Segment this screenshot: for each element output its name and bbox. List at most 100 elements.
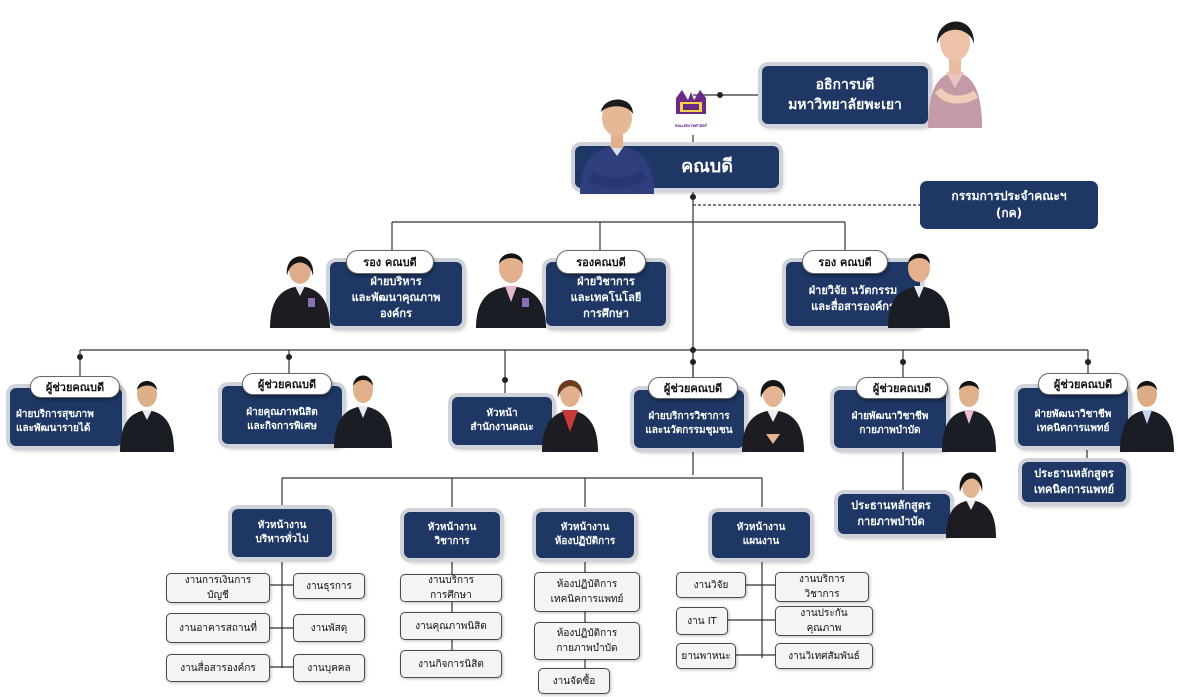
- assistant-student-line1: ฝ่ายคุณภาพนิสิต: [246, 406, 318, 418]
- task-vehicles-line1: ยานพาหนะ: [681, 650, 731, 662]
- task-education-service-line2: การศึกษา: [430, 590, 472, 601]
- vice-dean-admin-line3: องค์กร: [380, 306, 412, 320]
- assistant-mt-line2: เทคนิคการแพทย์: [1036, 423, 1110, 434]
- assistant-service-line1: ฝ่ายบริการวิชาการ: [648, 410, 730, 422]
- task-research-line1: งานวิจัย: [693, 579, 729, 591]
- program-chair-pt-line2: กายภาพบำบัด: [857, 515, 925, 528]
- vice-dean-research-photo: [888, 253, 950, 328]
- program-chair-mt-line1: ประธานหลักสูตร: [1034, 467, 1114, 481]
- assistant-pt-line1: ฝ่ายพัฒนาวิชาชีพ: [851, 410, 929, 422]
- assistant-pt-tag: ผู้ช่วยคณบดี: [856, 377, 948, 399]
- task-building-line1: งานอาคารสถานที่: [179, 622, 257, 634]
- task-qa-line2: คุณภาพ: [806, 623, 842, 634]
- vice-dean-admin-line2: และพัฒนาคุณภาพ: [351, 291, 441, 305]
- task-qa: งานประกัน คุณภาพ: [775, 606, 873, 636]
- assistant-mt-box: ฝ่ายพัฒนาวิชาชีพ เทคนิคการแพทย์: [1018, 388, 1128, 446]
- program-chair-mt-box: ประธานหลักสูตร เทคนิคการแพทย์: [1022, 462, 1126, 502]
- unit-head-lab-box: หัวหน้างาน ห้องปฏิบัติการ: [536, 512, 634, 558]
- task-lab-pt-line2: กายภาพบำบัด: [556, 643, 618, 654]
- office-head-line1: หัวหน้า: [486, 407, 518, 419]
- assistant-pt-photo: [942, 381, 996, 452]
- task-education-service: งานบริการ การศึกษา: [400, 574, 502, 602]
- crown-logo-icon: [676, 90, 706, 114]
- task-personnel: งานบุคคล: [293, 654, 365, 682]
- vice-dean-research-line2: และสื่อสารองค์กร: [811, 300, 895, 313]
- unit-head-admin-box: หัวหน้างาน บริหารทั่วไป: [232, 509, 332, 557]
- task-general-line1: งานธุรการ: [306, 580, 352, 592]
- president-box: อธิการบดี มหาวิทยาลัยพะเยา: [762, 66, 928, 124]
- task-education-service-line1: งานบริการ: [427, 575, 475, 586]
- task-lab-pt-line1: ห้องปฏิบัติการ: [556, 628, 618, 639]
- task-procurement-line1: งานจัดซื้อ: [552, 675, 596, 687]
- task-academic-service: งานบริการ วิชาการ: [775, 572, 869, 602]
- task-finance: งานการเงินการ บัญชี: [166, 573, 270, 603]
- task-qa-line1: งานประกัน: [800, 608, 848, 619]
- assistant-mt-tag: ผู้ช่วยคณบดี: [1038, 373, 1128, 395]
- committee-abbr: (กค): [995, 206, 1023, 220]
- faculty-logo: คณะสหเวชศาสตร์: [670, 86, 712, 134]
- vice-dean-admin-line1: ฝ่ายบริหาร: [370, 275, 422, 289]
- task-supplies: งานพัสดุ: [293, 614, 365, 642]
- task-student-affairs-line1: งานกิจการนิสิต: [418, 658, 484, 670]
- unit-head-admin-line2: บริหารทั่วไป: [255, 534, 309, 545]
- task-international: งานวิเทศสัมพันธ์: [775, 643, 873, 669]
- vice-dean-admin-photo: [270, 256, 330, 328]
- office-head-photo: [542, 380, 598, 452]
- assistant-student-box: ฝ่ายคุณภาพนิสิต และกิจการพิเศษ: [222, 386, 342, 444]
- task-supplies-line1: งานพัสดุ: [310, 622, 348, 634]
- task-building: งานอาคารสถานที่: [166, 613, 270, 643]
- program-chair-mt-line2: เทคนิคการแพทย์: [1033, 483, 1115, 496]
- task-general: งานธุรการ: [293, 573, 365, 599]
- task-student-quality-line1: งานคุณภาพนิสิต: [415, 620, 487, 632]
- task-academic-service-line1: งานบริการ: [798, 574, 846, 585]
- vice-dean-admin-tag: รอง คณบดี: [346, 250, 434, 274]
- task-lab-mt: ห้องปฏิบัติการ เทคนิคการแพทย์: [534, 572, 640, 612]
- office-head-box: หัวหน้า สำนักงานคณะ: [452, 397, 552, 445]
- committee-title: กรรมการประจำคณะฯ: [951, 188, 1067, 203]
- program-chair-pt-box: ประธานหลักสูตร กายภาพบำบัด: [838, 494, 950, 534]
- assistant-service-tag: ผู้ช่วยคณบดี: [648, 377, 738, 399]
- task-international-line1: งานวิเทศสัมพันธ์: [788, 650, 860, 662]
- unit-head-academic-line2: วิชาการ: [434, 536, 470, 547]
- task-lab-mt-line1: ห้องปฏิบัติการ: [556, 579, 618, 590]
- program-chair-pt-photo: [946, 472, 996, 538]
- assistant-service-box: ฝ่ายบริการวิชาการ และนวัตกรรมชุมชน: [634, 390, 744, 448]
- unit-head-academic-line1: หัวหน้างาน: [427, 521, 477, 533]
- assistant-pt-line2: กายภาพบำบัด: [859, 425, 921, 436]
- office-head-line2: สำนักงานคณะ: [470, 422, 534, 433]
- assistant-mt-photo: [1120, 381, 1174, 452]
- task-student-quality: งานคุณภาพนิสิต: [400, 612, 502, 640]
- committee-box: กรรมการประจำคณะฯ (กค): [920, 181, 1098, 229]
- vice-dean-academic-tag: รองคณบดี: [556, 250, 646, 274]
- task-personnel-line1: งานบุคคล: [307, 662, 351, 674]
- task-it-line1: งาน IT: [687, 615, 717, 627]
- assistant-student-photo: [334, 375, 392, 448]
- assistant-health-tag: ผู้ช่วยคณบดี: [30, 376, 120, 398]
- assistant-pt-box: ฝ่ายพัฒนาวิชาชีพ กายภาพบำบัด: [834, 390, 946, 448]
- president-title: อธิการบดี: [815, 76, 875, 93]
- task-vehicles: ยานพาหนะ: [676, 643, 736, 669]
- unit-head-plan-box: หัวหน้างาน แผนงาน: [712, 512, 810, 558]
- task-student-affairs: งานกิจการนิสิต: [400, 650, 502, 678]
- unit-head-admin-line1: หัวหน้างาน: [257, 519, 307, 531]
- assistant-health-line2: และพัฒนารายได้: [16, 423, 91, 434]
- assistant-service-photo: [742, 380, 804, 452]
- vice-dean-academic-line2: และเทคโนโลยี: [570, 291, 642, 305]
- unit-head-academic-box: หัวหน้างาน วิชาการ: [404, 512, 500, 558]
- task-it: งาน IT: [676, 607, 728, 635]
- assistant-health-line1: ฝ่ายบริการสุขภาพ: [16, 408, 94, 420]
- dean-photo: [580, 99, 654, 194]
- task-finance-line2: บัญชี: [207, 590, 229, 601]
- vice-dean-academic-line1: ฝ่ายวิชาการ: [577, 275, 635, 289]
- assistant-service-line2: และนวัตกรรมชุมชน: [645, 425, 733, 436]
- task-procurement: งานจัดซื้อ: [538, 668, 610, 694]
- unit-head-lab-line2: ห้องปฏิบัติการ: [554, 536, 616, 547]
- task-academic-service-line2: วิชาการ: [804, 589, 840, 600]
- assistant-mt-line1: ฝ่ายพัฒนาวิชาชีพ: [1034, 408, 1112, 420]
- president-photo: [928, 21, 982, 128]
- logo-caption: คณะสหเวชศาสตร์: [675, 123, 707, 128]
- vice-dean-academic-photo: [476, 253, 546, 328]
- vice-dean-research-tag: รอง คณบดี: [802, 250, 888, 274]
- task-lab-pt: ห้องปฏิบัติการ กายภาพบำบัด: [534, 622, 640, 660]
